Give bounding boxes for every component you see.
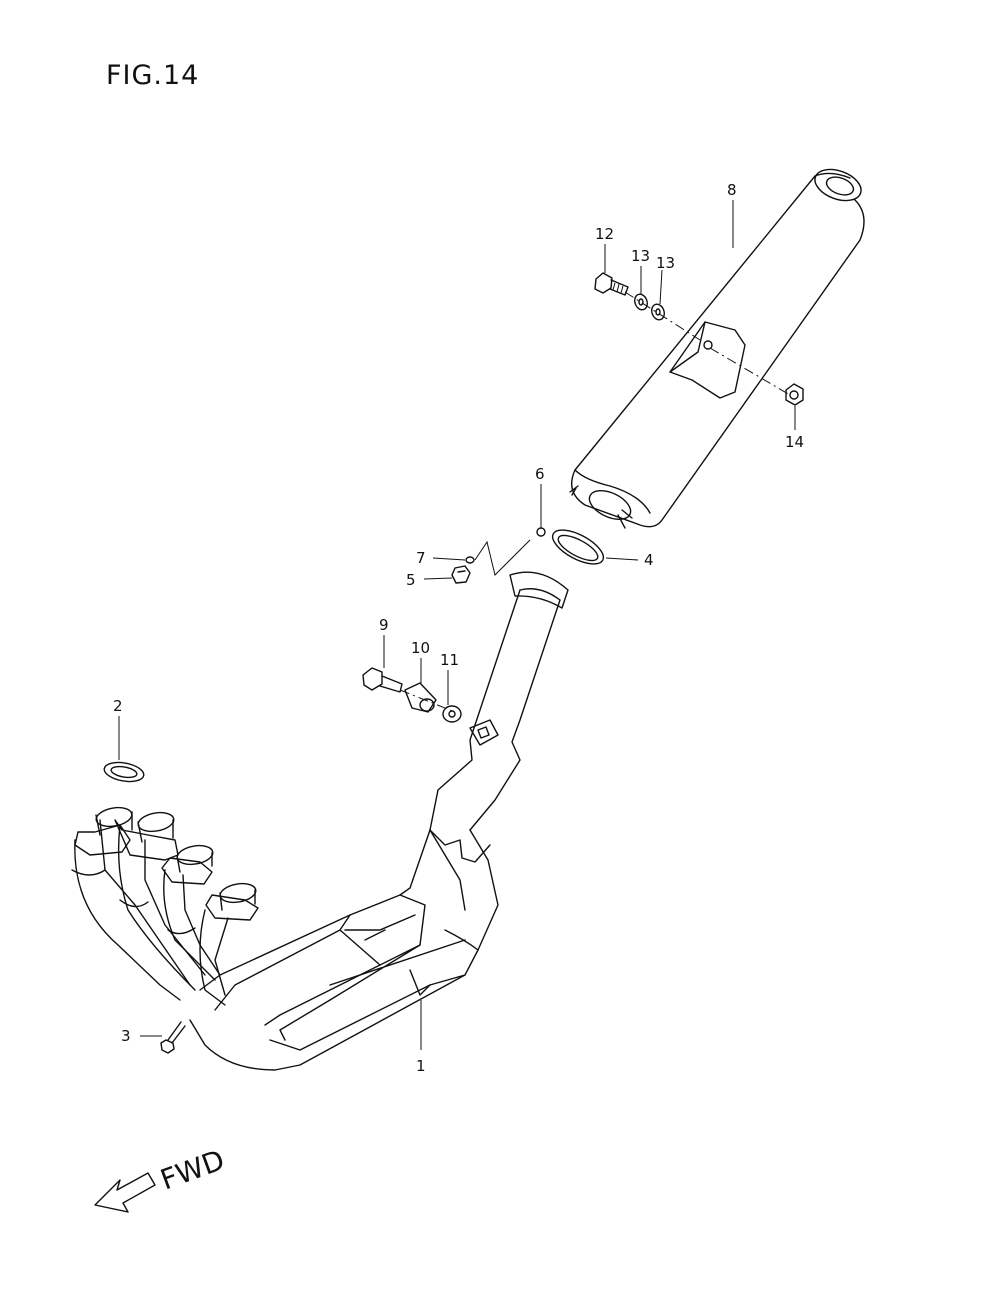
- washer-11[interactable]: [442, 705, 462, 723]
- washer-13a[interactable]: [633, 292, 650, 311]
- callout-14: 14: [785, 433, 804, 451]
- mounting-bolt-9[interactable]: [362, 667, 403, 693]
- callout-13b: 13: [656, 254, 675, 272]
- callout-12: 12: [595, 225, 614, 243]
- assembly-lines: [399, 291, 791, 713]
- callout-13a: 13: [631, 247, 650, 265]
- bushing-10[interactable]: [404, 682, 437, 713]
- header-bolt[interactable]: [160, 1021, 186, 1054]
- callout-7: 7: [416, 549, 426, 567]
- forward-label: FWD: [156, 1143, 229, 1196]
- callout-8: 8: [727, 181, 737, 199]
- forward-direction-indicator: FWD: [94, 1143, 229, 1213]
- callout-1: 1: [416, 1057, 426, 1075]
- nut-5[interactable]: [451, 565, 471, 584]
- leader-lines: [118, 200, 796, 1050]
- callout-3: 3: [121, 1027, 131, 1045]
- muffler-gasket[interactable]: [548, 523, 609, 570]
- figure-title: FIG.14: [106, 60, 200, 91]
- washer-13b[interactable]: [650, 302, 667, 321]
- muffler-bolt-12[interactable]: [594, 272, 629, 296]
- exhaust-pipe-assembly[interactable]: [71, 571, 569, 1071]
- callout-5: 5: [406, 571, 416, 589]
- callout-10: 10: [411, 639, 430, 657]
- callout-2: 2: [113, 697, 123, 715]
- callout-4: 4: [644, 551, 654, 569]
- exhaust-port-gasket[interactable]: [103, 760, 146, 785]
- callout-6: 6: [535, 465, 545, 483]
- washer-6[interactable]: [536, 527, 546, 537]
- muffler[interactable]: [569, 164, 865, 529]
- forward-arrow-icon: [94, 1172, 156, 1213]
- washer-7[interactable]: [465, 556, 475, 564]
- callout-11: 11: [440, 651, 459, 669]
- nut-14[interactable]: [785, 383, 804, 406]
- callout-9: 9: [379, 616, 389, 634]
